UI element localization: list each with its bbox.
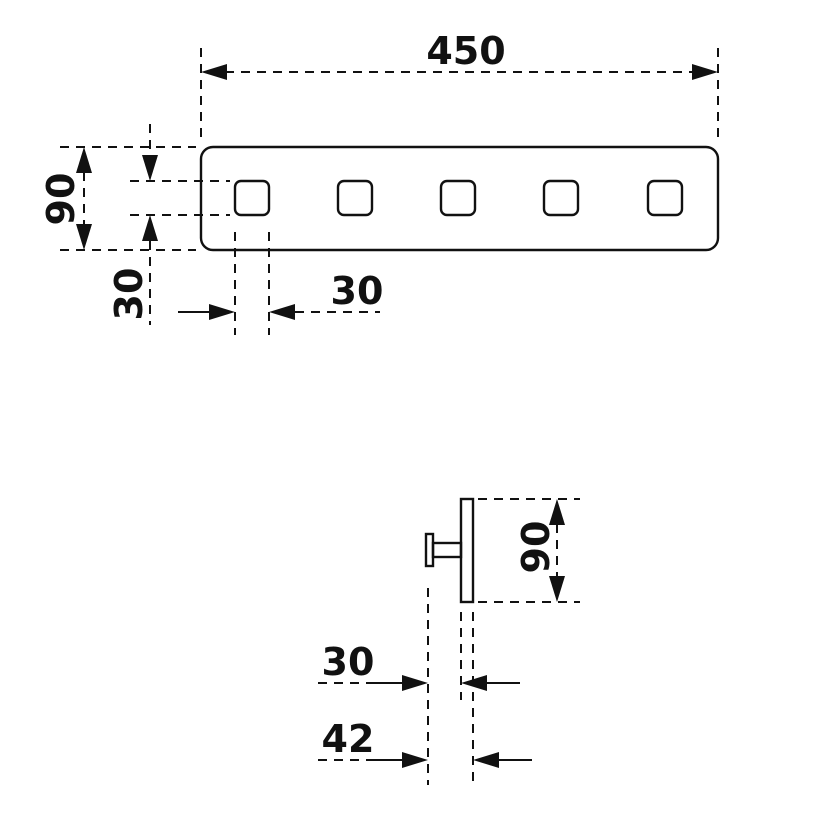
- dimension-width: 450: [200, 29, 719, 140]
- side-plate: [459, 497, 475, 604]
- dimension-label-90-side: 90: [514, 521, 558, 574]
- dimension-label-30-offset: 30: [107, 268, 151, 321]
- dimension-label-30-depth: 30: [322, 640, 375, 684]
- knob-head: [424, 532, 435, 568]
- dimension-total-depth: 42: [318, 612, 532, 785]
- dimension-label-450: 450: [426, 29, 505, 73]
- knob-3: [439, 179, 477, 217]
- knob-1: [233, 179, 271, 217]
- dimension-side-height: 90: [478, 498, 580, 603]
- knob-stem: [431, 541, 463, 559]
- dimension-knob-width: 30: [178, 232, 383, 335]
- front-plate: [199, 145, 720, 252]
- knob-4: [542, 179, 580, 217]
- knob-5: [646, 179, 684, 217]
- front-view: 450 90 30 30: [39, 29, 720, 335]
- knob-group: [233, 179, 684, 217]
- dimension-label-30-width: 30: [331, 269, 384, 313]
- dimension-label-90-front: 90: [39, 173, 83, 226]
- dimension-height: 90: [39, 146, 196, 251]
- dimension-label-42: 42: [322, 717, 375, 761]
- dimension-knob-depth: 30: [318, 588, 520, 700]
- side-view: 90 30 42: [318, 497, 580, 785]
- dimension-knob-offset: 30: [107, 124, 230, 325]
- knob-2: [336, 179, 374, 217]
